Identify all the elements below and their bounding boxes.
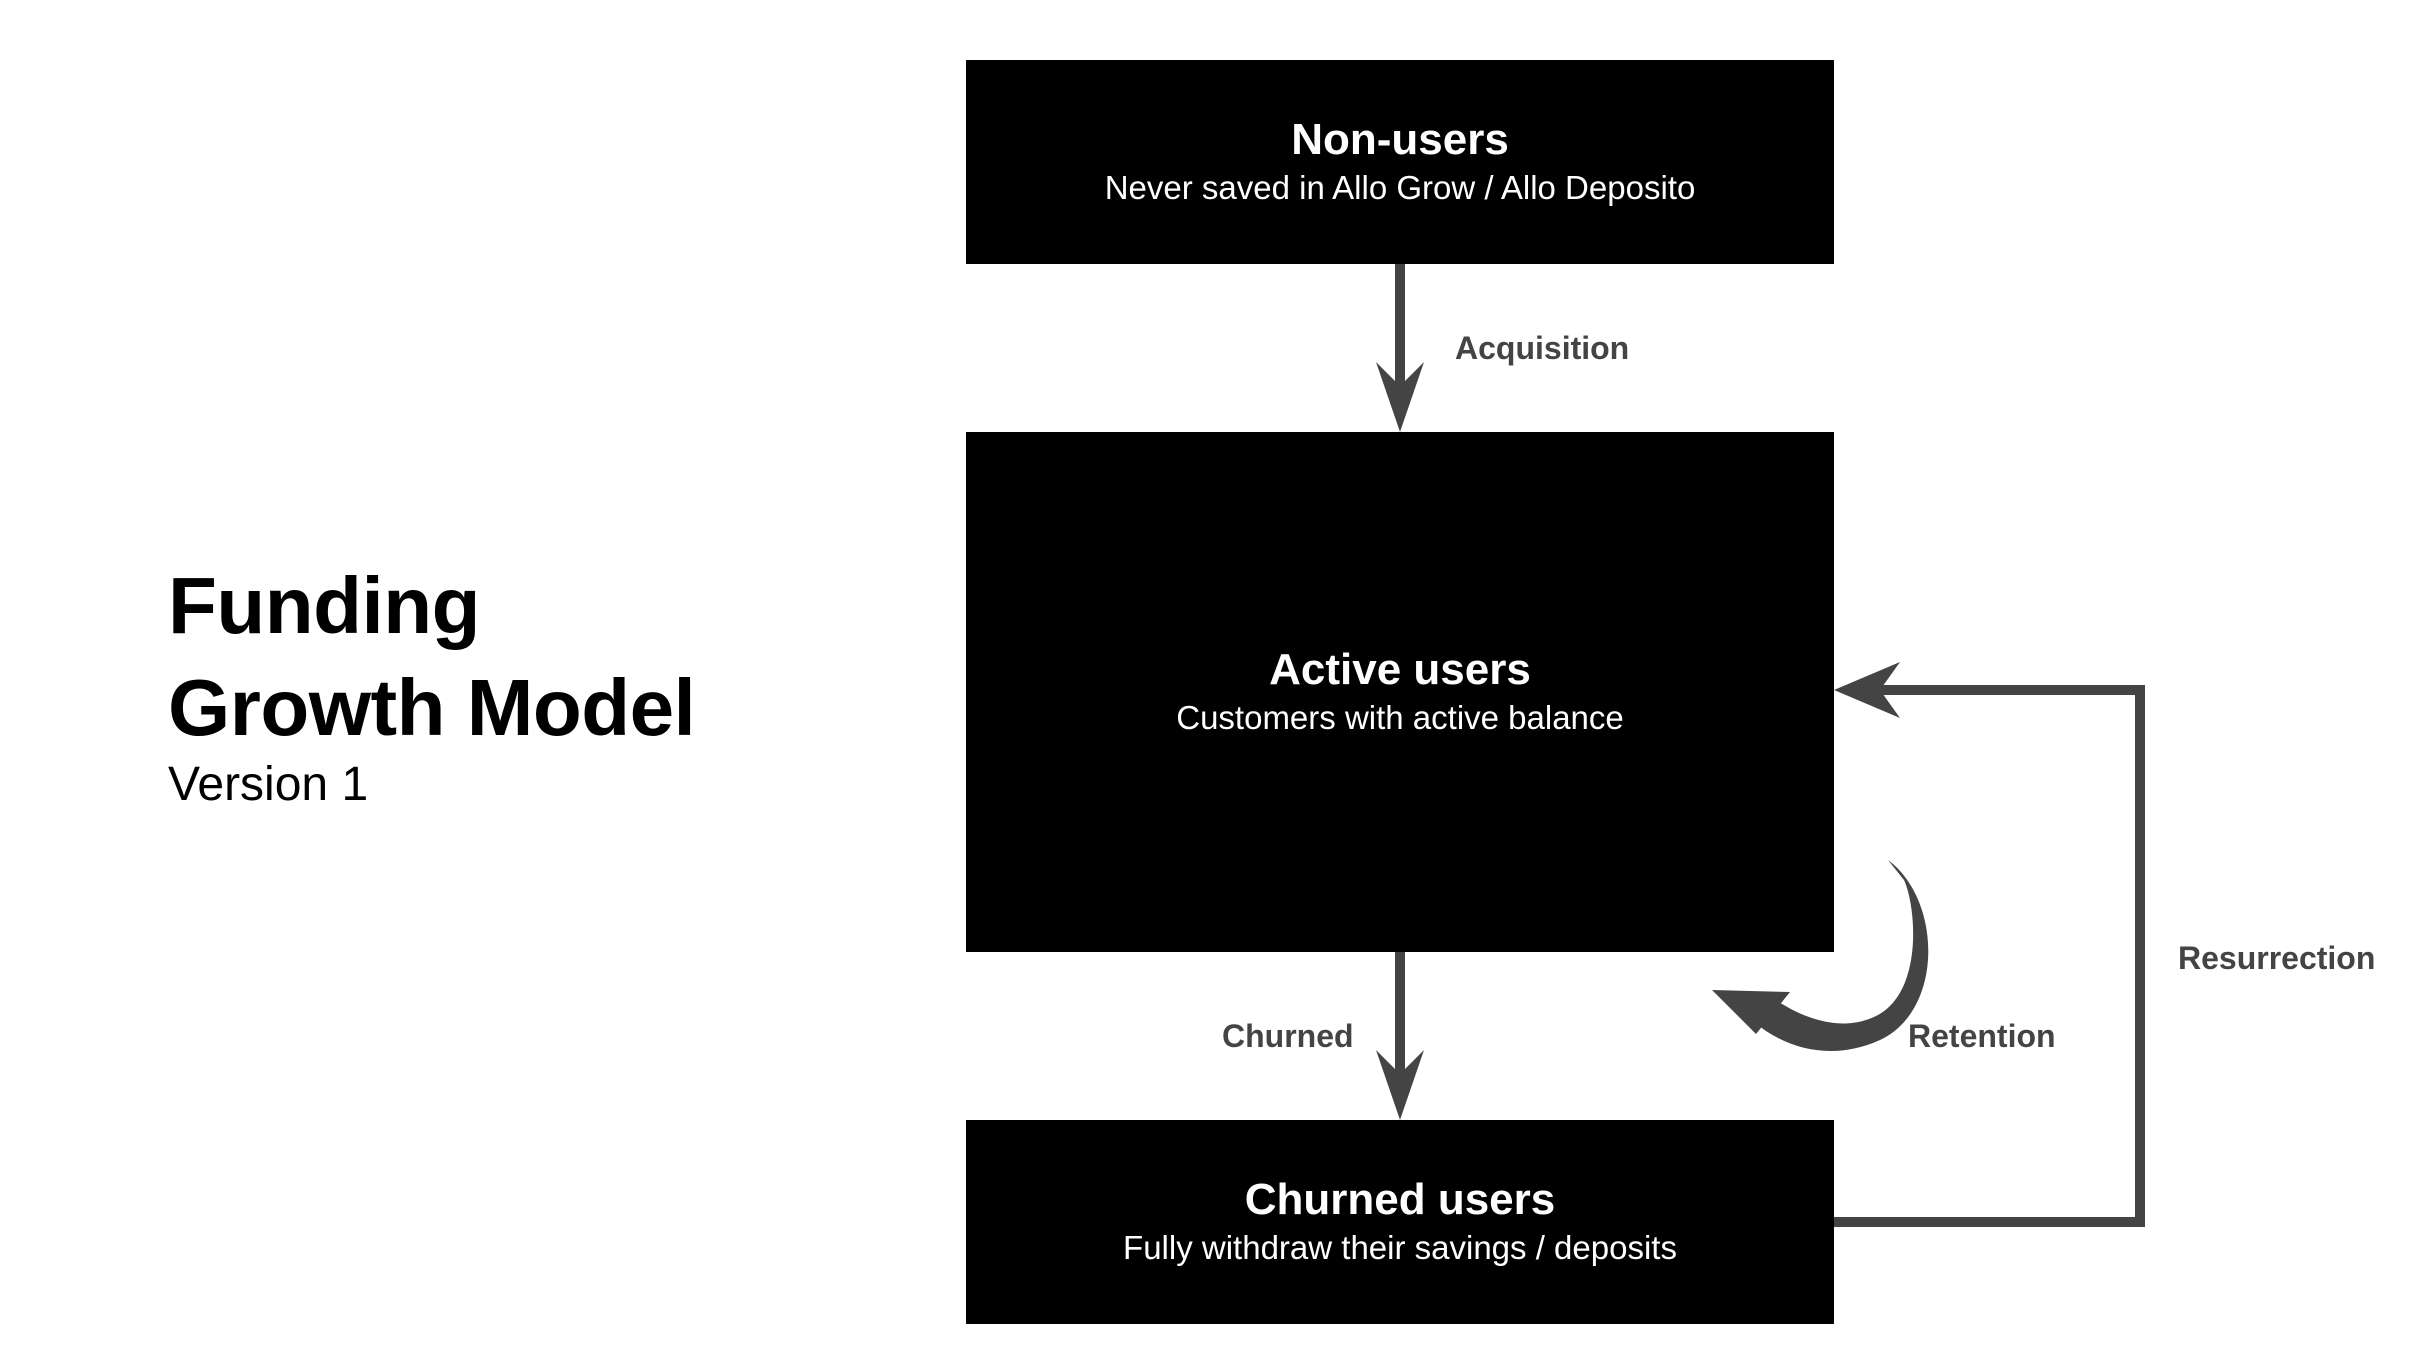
acquisition-arrow (1376, 264, 1424, 432)
churned-arrow (1376, 952, 1424, 1120)
edge-label-resurrection: Resurrection (2178, 940, 2376, 976)
edge-label-churned: Churned (1222, 1018, 1354, 1054)
node-non-users-title: Non-users (1291, 115, 1509, 164)
version-label: Version 1 (168, 758, 369, 811)
resurrection-arrow (1834, 662, 2145, 1227)
title-line-1: Funding (168, 561, 480, 650)
title-block: Funding Growth Model Version 1 (168, 555, 696, 815)
edge-label-retention: Retention (1908, 1018, 2056, 1054)
node-non-users: Non-users Never saved in Allo Grow / All… (966, 60, 1834, 264)
node-churned-users: Churned users Fully withdraw their savin… (966, 1120, 1834, 1324)
edge-label-acquisition: Acquisition (1455, 330, 1630, 366)
node-churned-users-title: Churned users (1244, 1175, 1556, 1224)
node-non-users-subtitle: Never saved in Allo Grow / Allo Deposito (1104, 169, 1696, 206)
node-churned-users-subtitle: Fully withdraw their savings / deposits (1123, 1229, 1677, 1266)
node-active-users-subtitle: Customers with active balance (1176, 699, 1624, 736)
node-active-users-title: Active users (1269, 645, 1531, 694)
retention-arrow (1712, 860, 1929, 1052)
title-line-2: Growth Model (168, 663, 696, 752)
node-active-users: Active users Customers with active balan… (966, 432, 1834, 952)
